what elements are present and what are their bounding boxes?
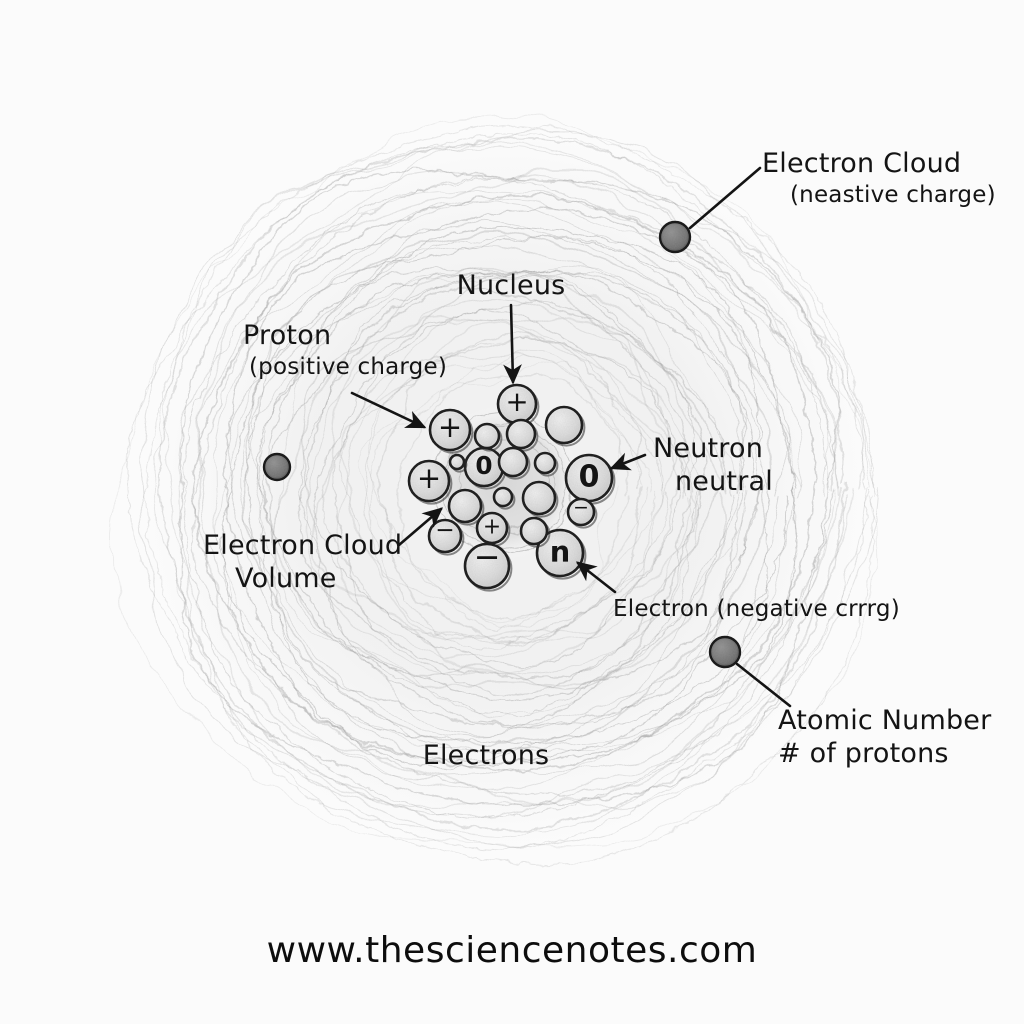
electron-bottom-right bbox=[708, 635, 742, 669]
nucleus-particle-neutron-5: 0 bbox=[564, 453, 616, 505]
label-electron-cloud-volume: Electron Cloud Volume bbox=[203, 530, 402, 596]
particle-symbol: − bbox=[474, 538, 501, 576]
nucleus-particle-proton-1: + bbox=[496, 383, 540, 427]
electron-negative-arrow bbox=[575, 561, 617, 594]
label-electron-cloud-negative: Electron Cloud (neastive charge) bbox=[762, 148, 996, 209]
nucleus-particle-blank-10 bbox=[544, 405, 586, 447]
label-proton-line1: Proton bbox=[243, 320, 332, 351]
particle-symbol: − bbox=[573, 498, 589, 519]
nucleus-particle-electron-8: − bbox=[463, 538, 513, 592]
particle-symbol: 0 bbox=[475, 451, 492, 480]
label-atomic-number: Atomic Number # of protons bbox=[778, 705, 991, 771]
nucleus-particle-blank-12 bbox=[473, 422, 503, 452]
atomic-number-leader bbox=[735, 662, 792, 708]
nucleus-particle-blank-15 bbox=[448, 453, 468, 473]
proton-arrow bbox=[350, 391, 427, 429]
label-electrons: Electrons bbox=[422, 740, 550, 771]
nucleus-arrow bbox=[503, 303, 522, 385]
electron-cloud-volume-arrow bbox=[397, 507, 443, 547]
label-neutron-line2: neutral bbox=[675, 465, 773, 497]
nucleus-particle-blank-17 bbox=[521, 480, 559, 518]
nucleus-particle-blank-13 bbox=[497, 446, 531, 480]
particle-symbol: + bbox=[505, 385, 528, 418]
electron-left bbox=[262, 452, 292, 482]
nucleus-particle-proton-2: + bbox=[407, 459, 453, 505]
label-electron-cloud-negative-line1: Electron Cloud bbox=[762, 148, 962, 179]
label-proton-line2: (positive charge) bbox=[249, 353, 447, 380]
label-electron-cloud-volume-line2: Volume bbox=[235, 562, 337, 594]
label-nucleus: Nucleus bbox=[456, 270, 566, 301]
particle-symbol: + bbox=[417, 461, 441, 495]
particle-symbol: + bbox=[483, 514, 501, 539]
electron-cloud-negative-leader bbox=[688, 166, 762, 230]
label-electron-cloud-volume-line1: Electron Cloud bbox=[203, 530, 403, 561]
label-atomic-number-line1: Atomic Number bbox=[778, 705, 992, 736]
nucleus-particle-electron-7: − bbox=[427, 517, 465, 556]
site-url: www.thesciencenotes.com bbox=[266, 930, 758, 971]
nucleus-particle-blank-14 bbox=[533, 451, 559, 477]
label-electron-cloud-negative-line2: (neastive charge) bbox=[790, 181, 996, 208]
nucleus-particle-proton-3: + bbox=[475, 511, 511, 547]
label-neutron-line1: Neutron bbox=[653, 433, 764, 464]
particle-symbol: − bbox=[435, 517, 454, 544]
neutron-arrow bbox=[609, 452, 647, 471]
nucleus-particle-blank-16 bbox=[492, 486, 516, 510]
nucleus-particle-blank-18 bbox=[447, 488, 485, 526]
label-atomic-number-line2: # of protons bbox=[778, 737, 949, 769]
nucleus-particle-blank-19 bbox=[519, 516, 551, 548]
free-electron-group bbox=[262, 220, 742, 669]
electron-top-right bbox=[658, 220, 692, 254]
label-proton: Proton (positive charge) bbox=[243, 320, 447, 381]
label-electron-negative: Electron (negative crrrg) bbox=[613, 596, 900, 622]
leader-line-group bbox=[350, 166, 792, 708]
nucleus-particle-electron-9: − bbox=[566, 498, 598, 529]
particle-symbol: n bbox=[550, 534, 571, 568]
particle-symbol: + bbox=[438, 410, 462, 444]
nucleus-particle-proton-0: + bbox=[428, 408, 474, 454]
nucleus-particle-neutron-6: n bbox=[535, 528, 587, 580]
particle-symbol: 0 bbox=[579, 459, 600, 494]
label-neutron: Neutron neutral bbox=[653, 433, 773, 499]
nucleus-particle-blank-11 bbox=[505, 418, 539, 452]
